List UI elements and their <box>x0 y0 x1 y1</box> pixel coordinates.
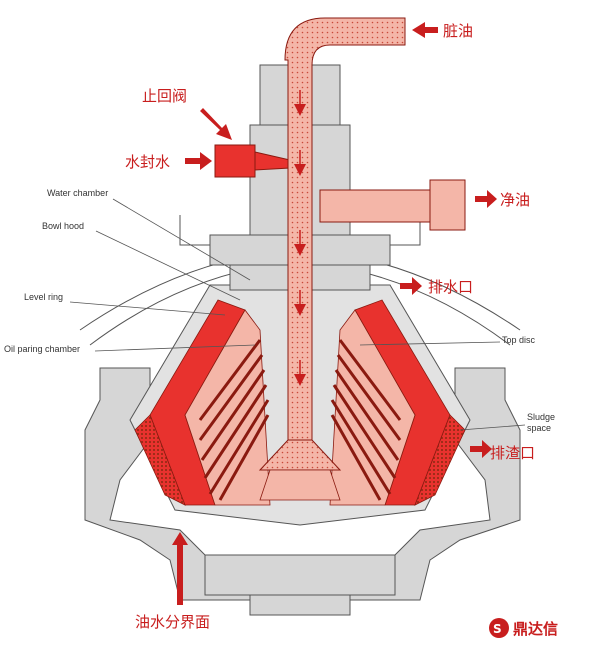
label-clean-oil: 净油 <box>500 191 530 209</box>
label-top-disc: Top disc <box>502 335 536 345</box>
label-bowl-hood: Bowl hood <box>42 221 84 231</box>
label-oil-paring-chamber: Oil paring chamber <box>4 344 80 354</box>
label-seal-water: 水封水 <box>125 153 170 171</box>
sludge-space <box>134 414 466 506</box>
frame <box>84 367 521 616</box>
svg-text:S: S <box>493 622 502 636</box>
disc-stack <box>198 339 402 501</box>
brand-logo: S 鼎达信 <box>489 618 558 638</box>
leader-lines <box>69 198 526 431</box>
seal-water-inlet <box>214 144 291 178</box>
arrow-check-valve <box>200 108 232 140</box>
label-level-ring: Level ring <box>24 292 63 302</box>
arrow-interface <box>172 532 188 605</box>
arrow-clean-oil <box>475 190 497 208</box>
logo-text: 鼎达信 <box>513 620 558 638</box>
arrow-dirty-oil <box>412 22 438 38</box>
clean-oil-outlet <box>319 179 466 231</box>
distributor <box>259 469 341 501</box>
label-interface: 油水分界面 <box>135 613 210 631</box>
label-sludge-outlet: 排渣口 <box>490 444 535 462</box>
label-check-valve: 止回阀 <box>142 87 187 105</box>
label-dirty-oil: 脏油 <box>443 22 473 40</box>
label-sludge-space-line1: Sludge <box>527 412 555 422</box>
label-water-chamber: Water chamber <box>47 188 108 198</box>
arrow-sludge-outlet <box>470 440 492 458</box>
dirty-oil-pipe <box>258 17 406 471</box>
logo-icon <box>489 618 509 638</box>
arrow-water-outlet <box>400 277 422 295</box>
arrow-seal-water <box>185 152 212 170</box>
label-water-outlet: 排水口 <box>428 278 473 296</box>
callout-arrows <box>172 22 497 605</box>
label-sludge-space-line2: space <box>527 423 551 433</box>
